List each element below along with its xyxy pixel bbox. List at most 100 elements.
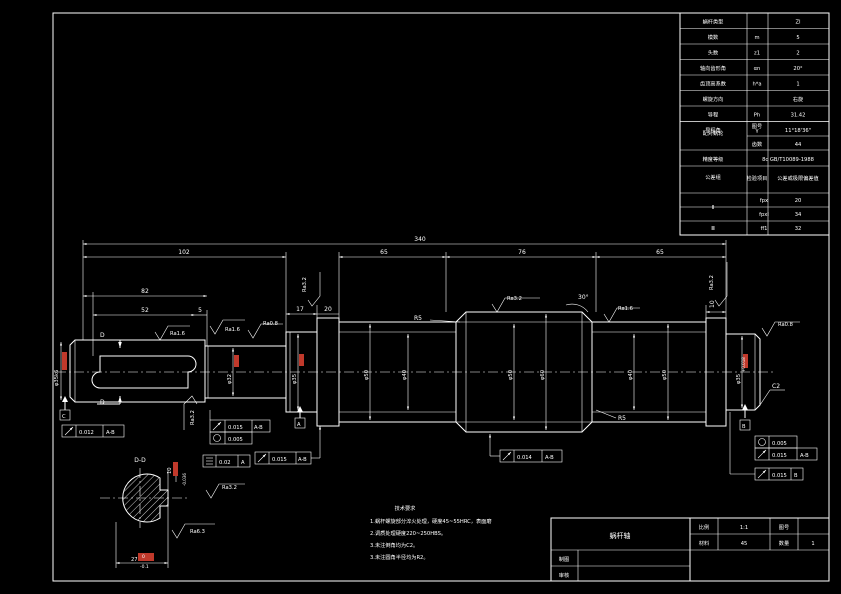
drawing-border — [52, 12, 830, 582]
dim-20: 20 — [324, 306, 332, 313]
param-symbol: m — [754, 35, 759, 41]
datum-b: B — [742, 424, 746, 430]
param-value: 5 — [796, 35, 799, 41]
drawing-no-label: 图号 — [779, 524, 789, 531]
checked-label: 审核 — [559, 571, 569, 579]
scale-label: 比例 — [699, 523, 709, 531]
tolerance-mark — [743, 354, 748, 368]
notes-line: 1.蜗杆螺旋部分淬火处理，硬度45~55HRC，表面磨 — [370, 517, 492, 525]
param-symbol: h*a — [752, 82, 761, 88]
dim-phi40b: φ40 — [628, 370, 634, 380]
rough-ra32e: Ra3.2 — [222, 485, 237, 491]
datum-a: A — [297, 422, 301, 428]
param-label: 导程 — [708, 111, 718, 119]
dim-tol-neg: -0.1 — [140, 564, 149, 570]
group-2: Ⅱ — [712, 205, 715, 211]
check-row-symbol: fpxl — [759, 212, 769, 218]
param-label: 精度等级 — [703, 155, 724, 163]
gdt-f4-val: 0.02 — [219, 460, 231, 466]
rough-ra08b: Ra0.8 — [778, 322, 793, 328]
dim-phi35-left: φ35k6 — [54, 370, 60, 386]
param-symbol: γ — [755, 128, 758, 134]
rough-ra16a: Ra1.6 — [170, 331, 185, 337]
notes-title: 技术要求 — [395, 504, 417, 512]
gdt-f8-ref: A-B — [800, 453, 809, 459]
shaft-main-view: φ35k6 φ32 φ35 φ50 φ40 φ50 φ60 φ40 φ50 φ3… — [54, 236, 785, 433]
gdt-f6-ref: A-B — [545, 455, 554, 461]
dim-65a: 65 — [380, 249, 388, 256]
param-value: 20° — [793, 66, 803, 72]
dim-phi35-right: φ35 — [736, 374, 742, 384]
check-row-symbol: ff1 — [761, 226, 768, 232]
gdt-f9-ref: B — [794, 473, 798, 479]
dim-76: 76 — [518, 249, 526, 256]
gdt-f1-val: 0.012 — [79, 430, 94, 436]
notes-line: 3.未注倒角均为C2。 — [370, 541, 418, 549]
param-value: ZI — [795, 20, 801, 26]
title-block: 蜗杆轴 比例 1:1 图号 材料 45 数量 1 制图 审核 — [550, 517, 830, 582]
param-symbol: αn — [754, 66, 761, 72]
dim-keyway-10: 10 — [167, 467, 173, 474]
tolerance-mark — [173, 462, 178, 476]
gdt-f7-val: 0.005 — [772, 441, 787, 447]
rough-ra16c: Ra1.6 — [618, 306, 633, 312]
gdt-f2-ref: A-B — [254, 425, 263, 431]
qty-label: 数量 — [779, 539, 789, 547]
dim-r5a: R5 — [414, 315, 422, 322]
dim-phi50c: φ50 — [662, 370, 668, 380]
check-label: 公差组 — [705, 173, 721, 181]
gdt-f1-ref: A-B — [106, 430, 115, 436]
dim-30deg: 30° — [578, 294, 589, 301]
tolerance-mark — [138, 553, 154, 561]
group-3: Ⅲ — [711, 226, 715, 232]
part-name: 蜗杆轴 — [610, 531, 631, 540]
dim-82: 82 — [141, 288, 149, 295]
rough-ra32d: Ra3.2 — [190, 410, 196, 425]
check-col2: 公差或极限偏差值 — [777, 174, 819, 182]
rough-ra32b: Ra3.2 — [507, 296, 522, 302]
datum-c: C — [62, 414, 66, 420]
param-value: 31.42 — [791, 113, 806, 119]
dim-tol-pos: +0.018 — [741, 357, 746, 372]
dim-keyway-27: 27 — [131, 557, 138, 563]
rough-ra08a: Ra0.8 — [263, 321, 278, 327]
material-label: 材料 — [699, 539, 709, 547]
gdt-f9-val: 0.015 — [772, 473, 787, 479]
param-label: 模数 — [708, 33, 719, 41]
grade-label: 配对蜗轮 — [703, 129, 724, 137]
dim-phi50b: φ50 — [508, 370, 514, 380]
param-label: 轴向齿形角 — [700, 64, 726, 72]
section-d-d: D-D 10 -0.036 27 -0.1 0 +0.018 — [100, 357, 746, 570]
param-value: 1 — [796, 82, 799, 88]
tolerance-mark — [299, 354, 304, 366]
grade-sub1: 图号 — [752, 123, 762, 130]
check-row-value: 32 — [795, 226, 802, 232]
roughness-symbols: Ra1.6 Ra1.6 Ra0.8 Ra3.2 Ra3.2 Ra1.6 Ra3.… — [154, 262, 800, 539]
dim-phi60: φ60 — [540, 370, 546, 380]
dim-10: 10 — [709, 300, 716, 308]
dim-102: 102 — [178, 249, 190, 256]
param-value: 2 — [796, 51, 799, 57]
dim-total-340: 340 — [414, 236, 426, 243]
check-row-value: 20 — [795, 198, 802, 204]
dim-phi50a: φ50 — [364, 370, 370, 380]
material-value: 45 — [741, 541, 748, 547]
param-label: 蜗杆类型 — [703, 18, 724, 26]
param-symbol: z1 — [754, 51, 760, 57]
dim-65b: 65 — [656, 249, 664, 256]
notes-line: 3.未注圆角半径均为R2。 — [370, 553, 429, 561]
gdt-f4-ref: A — [241, 460, 245, 466]
dim-5: 5 — [198, 307, 202, 314]
chamfer-c2: C2 — [772, 383, 780, 390]
dim-phi40a: φ40 — [402, 370, 408, 380]
gdt-frames: C 0.012 A-B 0.015 A-B 0.005 0.02 A 0.0 — [59, 396, 818, 481]
param-value: 11°18'36" — [785, 128, 811, 134]
cut-mark-d-bottom: D — [100, 399, 105, 406]
dim-r5b: R5 — [618, 415, 626, 422]
gdt-f6-val: 0.014 — [517, 455, 533, 461]
dim-52: 52 — [141, 307, 149, 314]
dim-phi35-mid: φ35 — [292, 374, 298, 384]
grade-sub2: 齿数 — [752, 140, 763, 148]
gdt-f5-val: 0.015 — [272, 457, 287, 463]
